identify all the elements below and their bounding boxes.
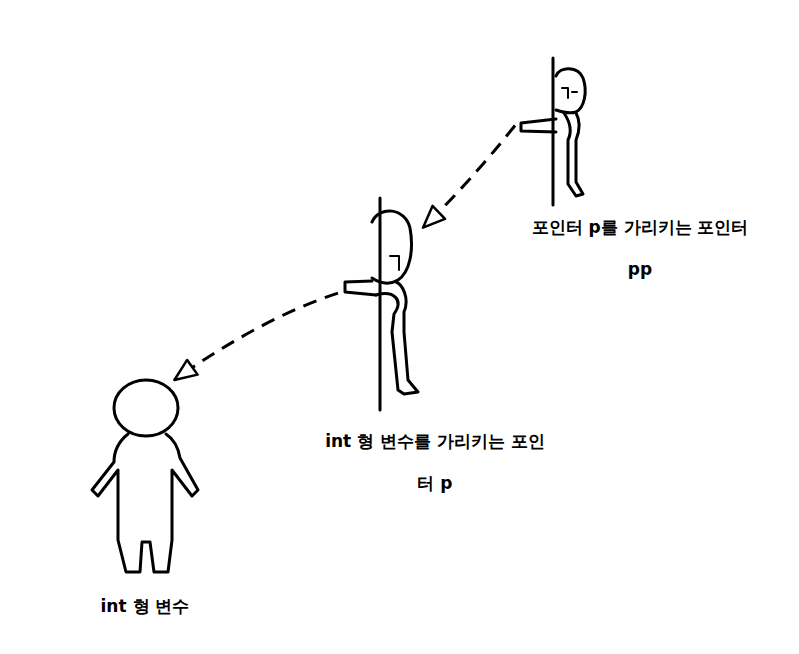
figure-arm bbox=[521, 119, 556, 132]
figure-body bbox=[564, 113, 583, 196]
figure-label: int 형 변수 bbox=[65, 585, 225, 627]
label-wrap: int 형 변수를 가리키는 포인터 p bbox=[325, 420, 545, 504]
figure-label: int 형 변수를 가리키는 포인터 p bbox=[325, 420, 545, 504]
wall-line bbox=[379, 198, 382, 410]
figure-arm bbox=[345, 281, 376, 295]
figure-head bbox=[372, 211, 412, 283]
figure-node: int 형 변수 bbox=[100, 380, 220, 590]
dashed-arrow bbox=[174, 293, 338, 380]
figure-eyes bbox=[562, 88, 577, 98]
figure-node: 포인터 p를 가리키는 포인터 pp bbox=[515, 58, 595, 208]
figure-body bbox=[92, 434, 198, 572]
figure-head bbox=[114, 380, 178, 436]
figure-eyes bbox=[390, 256, 399, 270]
figure-label: 포인터 p를 가리키는 포인터 pp bbox=[530, 206, 750, 290]
figure-node: int 형 변수를 가리키는 포인터 p bbox=[338, 195, 423, 413]
figure-body bbox=[376, 282, 418, 394]
label-wrap: 포인터 p를 가리키는 포인터 pp bbox=[530, 206, 750, 290]
dashed-arrow bbox=[423, 126, 515, 228]
figure-head bbox=[556, 69, 585, 113]
label-wrap: int 형 변수 bbox=[65, 585, 225, 627]
